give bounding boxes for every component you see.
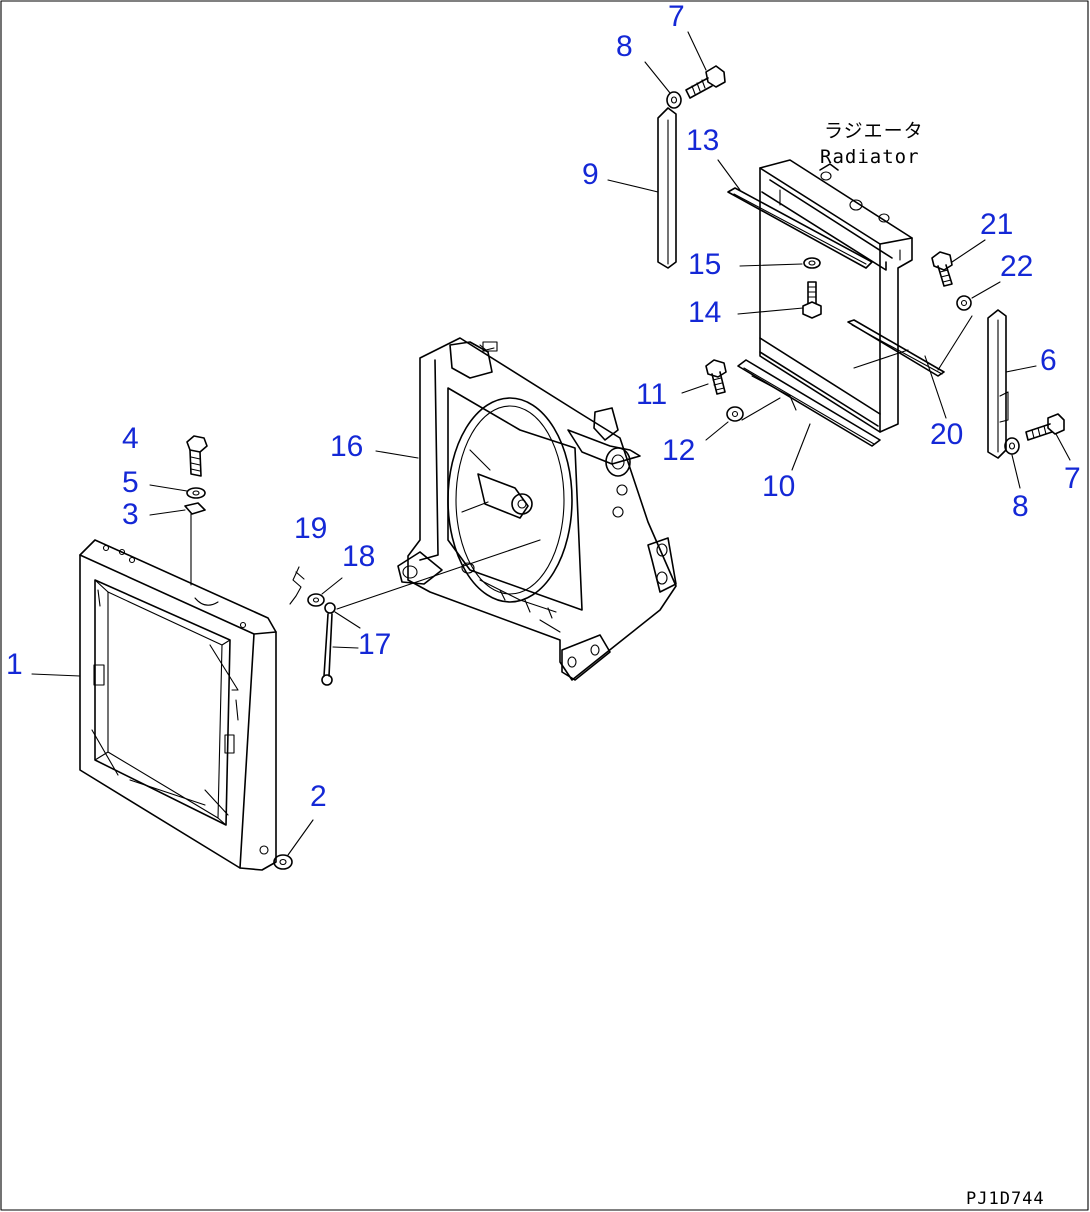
callout-12: 12 [662,434,696,467]
pin-part-19 [289,566,305,605]
frame-part [79,539,277,871]
callout-7-top: 7 [668,0,685,33]
leader-9 [607,179,659,193]
leader-1 [31,673,81,677]
callout-14: 14 [688,296,722,329]
leader-5 [149,484,188,492]
callout-4: 4 [122,422,139,455]
nut-part-2 [273,854,293,870]
leader-12 [705,421,729,441]
callout-5: 5 [122,466,139,499]
leader-8-right [1011,454,1021,489]
leader-8-top [644,61,671,94]
callout-6: 6 [1040,344,1057,377]
callout-10: 10 [762,470,796,503]
leader-3 [149,509,186,516]
washer-part-22 [956,295,972,311]
callout-16: 16 [330,430,364,463]
clip-part-3 [184,502,206,586]
leader-13 [717,159,741,191]
radiator-note-japanese: ラジエータ [824,120,924,142]
callout-2: 2 [310,780,327,813]
washer-part-18 [307,593,325,607]
leader-7-top [687,31,707,71]
washer-part-8-right [1004,437,1020,455]
callout-11: 11 [636,378,668,411]
washer-part-12 [726,406,744,422]
leader-18 [321,577,343,595]
callout-7-right: 7 [1064,462,1081,495]
leader-22 [971,281,1001,299]
radiator-core [759,159,913,433]
leader-7-right [1055,433,1071,461]
callout-18: 18 [342,540,376,573]
fan-shroud-part-16 [397,337,677,681]
callout-8-right: 8 [1012,490,1029,523]
drawing-code: PJ1D744 [966,1189,1045,1209]
callout-22: 22 [1000,250,1034,283]
leader-2 [287,819,314,856]
rod-part-17 [321,602,336,686]
callout-1: 1 [6,648,23,681]
bracket-part-6 [987,309,1009,459]
bolt-part-7-top [685,65,726,99]
bolt-part-14 [802,281,822,319]
leader-6 [1005,365,1037,373]
washer-part-5 [186,487,206,499]
callout-8-top: 8 [616,30,633,63]
washer-part-8-top [666,91,682,109]
leader-15 [739,263,803,267]
leader-14 [737,307,804,315]
callout-3: 3 [122,498,139,531]
leader-20-radiator [853,349,909,369]
leader-20 [924,355,947,419]
callout-21: 21 [980,208,1014,241]
strip-part-20 [847,319,945,377]
leader-17a [334,611,361,629]
callout-13: 13 [686,124,720,157]
bracket-part-9 [657,107,677,269]
leader-16 [375,450,419,459]
callout-9: 9 [582,158,599,191]
leader-11 [681,383,709,394]
leader-21 [951,239,986,263]
strip-part-13 [727,187,873,269]
callout-20: 20 [930,418,964,451]
leader-17b [332,646,359,649]
callout-15: 15 [688,248,722,281]
callout-19: 19 [294,512,328,545]
leader-12-to-strip [741,397,781,421]
bolt-part-11 [705,359,727,395]
bolt-part-4 [186,435,208,477]
radiator-note-english: Radiator [820,146,920,168]
strip-part-10 [737,359,881,447]
leader-17-to-shroud [336,539,541,610]
leader-10 [791,423,811,471]
bolt-part-21 [931,251,953,287]
leader-22-to-strip [937,315,973,371]
washer-part-15 [803,257,821,269]
bolt-part-7-right [1025,413,1065,441]
callout-17: 17 [358,628,392,661]
